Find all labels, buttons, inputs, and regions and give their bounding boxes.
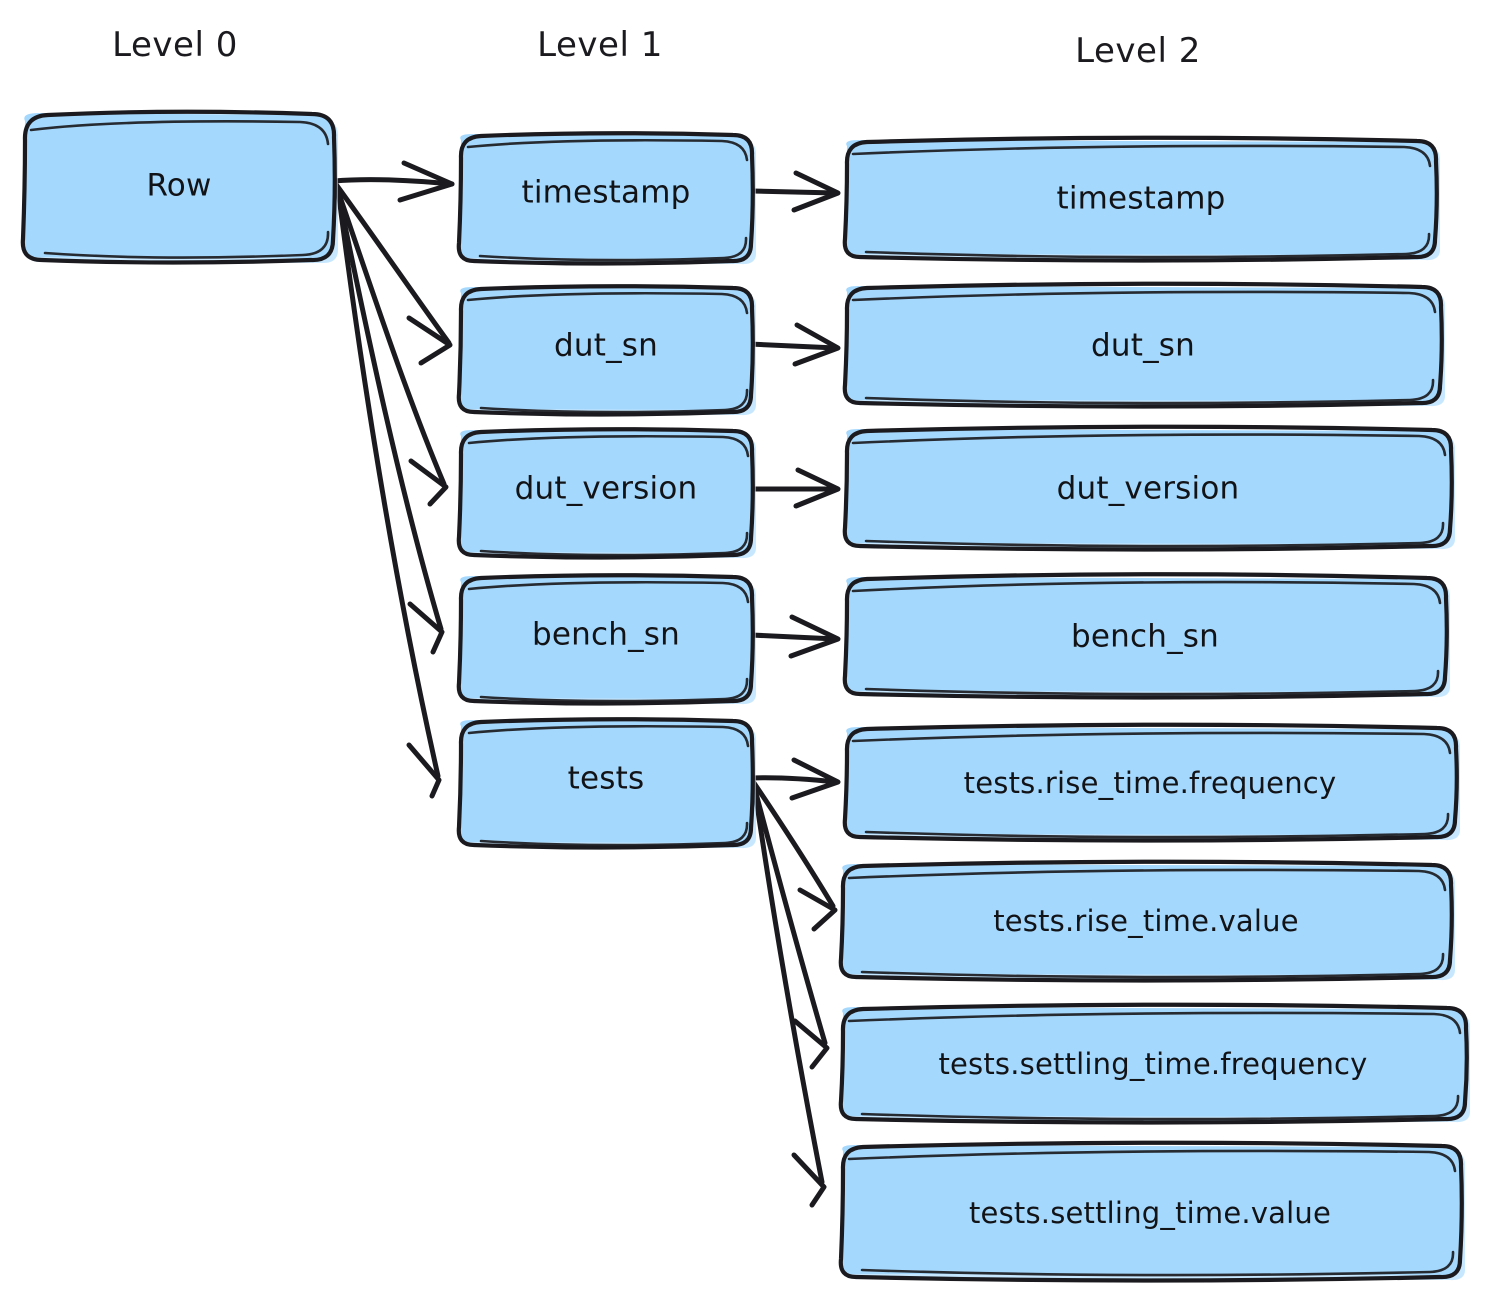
column-header-level-1: Level 1 xyxy=(537,25,663,65)
node-l1-bench-sn-label: bench_sn xyxy=(532,617,680,653)
edge-tests-to-settling-value xyxy=(751,781,827,1208)
node-l2-dut-version-label: dut_version xyxy=(1057,471,1240,507)
node-l2-dut-sn[interactable]: dut_sn xyxy=(842,281,1446,409)
edge-tests-to-rise-value xyxy=(749,777,838,932)
edge-tests-to-rise-frequency xyxy=(748,757,841,801)
node-l2-rise-frequency-label: tests.rise_time.frequency xyxy=(964,766,1337,800)
edge-timestamp-to-timestamp xyxy=(750,170,841,213)
edges-row-to-level1 xyxy=(331,160,455,799)
node-l2-settling-frequency[interactable]: tests.settling_time.frequency xyxy=(838,1002,1471,1125)
node-l1-tests-label: tests xyxy=(568,761,645,797)
node-l2-rise-value[interactable]: tests.rise_time.value xyxy=(838,859,1456,983)
node-l1-dut-version-label: dut_version xyxy=(515,471,698,507)
edge-row-to-bench-sn xyxy=(334,184,445,655)
edge-dut-version-to-dut-version xyxy=(747,467,841,509)
edges-level1-to-level2 xyxy=(746,170,841,659)
column-header-level-0: Level 0 xyxy=(112,25,238,65)
node-l1-timestamp[interactable]: timestamp xyxy=(456,131,757,266)
node-l1-dut-sn[interactable]: dut_sn xyxy=(456,284,757,417)
node-l1-dut-version[interactable]: dut_version xyxy=(456,427,757,560)
column-header-level-2: Level 2 xyxy=(1075,31,1201,71)
node-row-label: Row xyxy=(146,168,211,204)
node-l1-dut-sn-label: dut_sn xyxy=(554,328,658,364)
node-row[interactable]: Row xyxy=(20,109,339,265)
edge-tests-to-settling-frequency xyxy=(750,779,830,1070)
node-l2-rise-value-label: tests.rise_time.value xyxy=(993,904,1299,938)
node-l2-dut-sn-label: dut_sn xyxy=(1091,328,1195,364)
edge-row-to-dut-version xyxy=(333,182,449,507)
node-l2-settling-frequency-label: tests.settling_time.frequency xyxy=(938,1047,1367,1081)
node-l1-tests[interactable]: tests xyxy=(456,717,757,850)
node-l1-bench-sn[interactable]: bench_sn xyxy=(456,573,757,706)
node-l2-settling-value[interactable]: tests.settling_time.value xyxy=(838,1140,1466,1283)
column-headers: Level 0 Level 1 Level 2 xyxy=(112,25,1201,71)
node-l2-rise-frequency[interactable]: tests.rise_time.frequency xyxy=(842,722,1461,843)
node-l2-dut-version[interactable]: dut_version xyxy=(842,424,1456,552)
node-l2-bench-sn[interactable]: bench_sn xyxy=(842,572,1451,700)
node-l2-settling-value-label: tests.settling_time.value xyxy=(969,1196,1331,1230)
edge-dut-sn-to-dut-sn xyxy=(746,322,841,367)
edge-bench-sn-to-bench-sn xyxy=(748,614,841,659)
node-l2-timestamp[interactable]: timestamp xyxy=(842,135,1441,263)
edge-row-to-timestamp xyxy=(331,160,455,203)
node-l2-bench-sn-label: bench_sn xyxy=(1071,619,1219,655)
node-l1-timestamp-label: timestamp xyxy=(521,175,690,211)
edges-tests-to-level2 xyxy=(748,757,841,1208)
edge-row-to-dut-sn xyxy=(332,180,453,366)
node-l2-timestamp-label: timestamp xyxy=(1056,181,1225,217)
edge-row-to-tests xyxy=(335,186,442,799)
